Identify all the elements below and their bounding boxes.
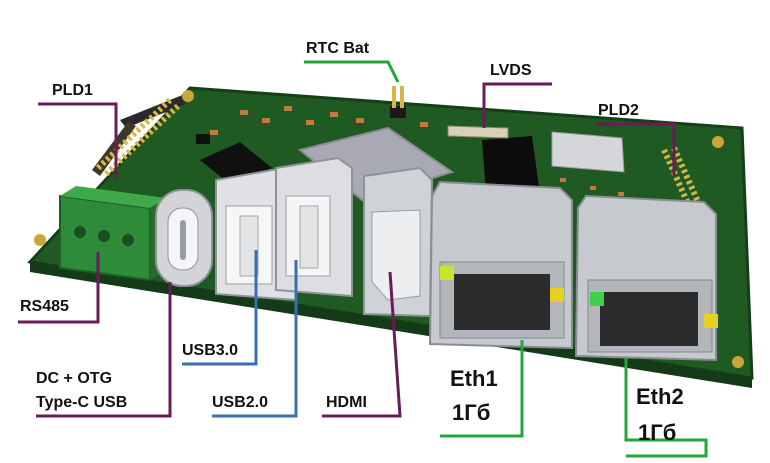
mounting-hole [182,90,194,102]
label-usb2: USB2.0 [212,394,269,411]
label-type-c-usb: Type-C USB [36,394,128,411]
leader-usb3 [182,250,258,366]
leader-rtc-bat [304,60,400,83]
hdmi-port [363,166,434,318]
label-lvds: LVDS [490,62,532,79]
label-eth1: Eth1 [450,366,498,391]
eth2-jack [574,194,718,362]
leader-pld2 [596,122,676,176]
label-rtc-bat: RTC Bat [306,40,370,57]
pld2-header [661,146,711,228]
type-c-port [155,189,213,287]
pcb-board-edge [30,262,752,388]
memory-chip [482,136,540,194]
rs485-terminal [59,186,166,282]
usb2-port [275,156,353,298]
label-rs485: RS485 [20,298,69,315]
mounting-hole [732,356,744,368]
smd-components [210,106,624,210]
label-pld2: PLD2 [598,102,639,119]
label-hdmi: HDMI [326,394,367,411]
mounting-hole [34,234,46,246]
leader-pld1 [38,102,118,178]
leader-hdmi [322,271,402,418]
leader-lines [18,60,708,458]
label-eth2-speed: 1Гб [638,420,677,445]
label-eth1-speed: 1Гб [452,400,491,425]
rtc-battery-pins [390,86,406,118]
pld1-header [92,96,186,177]
leader-usb2 [212,260,298,418]
label-dc-otg: DC + OTG [36,370,113,387]
lvds-connector [447,125,509,139]
eth1-jack [428,180,573,350]
label-pld1: PLD1 [52,82,93,99]
label-eth2: Eth2 [636,384,684,409]
leader-lvds [482,82,552,128]
mounting-hole [712,136,724,148]
leader-dc-otg [36,282,172,418]
small-ic [196,134,210,144]
sd-card-slot [551,131,625,173]
label-usb3: USB3.0 [182,342,239,359]
leader-rs485 [18,252,100,324]
leader-eth2 [624,358,708,458]
leader-eth1 [440,340,524,438]
